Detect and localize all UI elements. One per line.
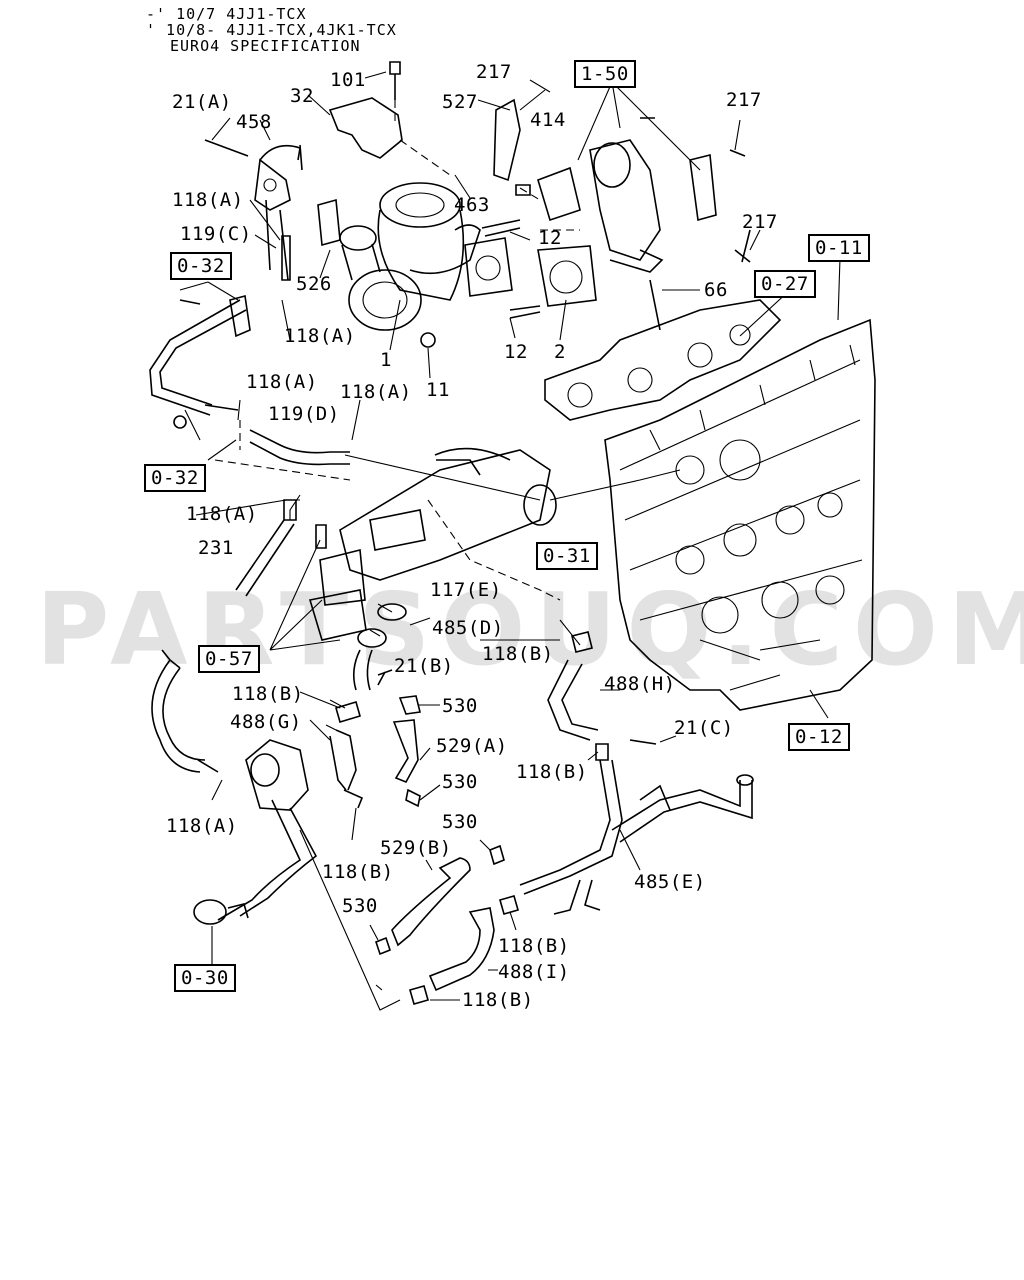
part-label-12: 12 [504,341,528,363]
part-label-118b: 118(B) [462,989,534,1011]
part-label-117e: 117(E) [430,579,502,601]
egr-cooler-drawing [308,447,557,641]
part-label-529a: 529(A) [436,735,508,757]
exhaust-manifold-drawing [544,299,782,421]
ref-0-27[interactable]: 0-27 [754,270,816,298]
part-label-118a: 118(A) [186,503,258,525]
part-label-21a: 21(A) [172,91,232,113]
ref-0-12[interactable]: 0-12 [788,723,850,751]
part-label-530: 530 [442,695,478,717]
ref-0-11[interactable]: 0-11 [808,234,870,262]
part-label-488i: 488(I) [498,961,570,983]
part-label-118a: 118(A) [166,815,238,837]
part-label-1: 1 [380,349,392,371]
part-label-485e: 485(E) [634,871,706,893]
header-line-1: -' 10/7 4JJ1-TCX [146,5,307,23]
part-label-463: 463 [454,194,490,216]
part-label-530: 530 [442,811,478,833]
part-label-529b: 529(B) [380,837,452,859]
header-line-3: EURO4 SPECIFICATION [170,37,361,55]
part-label-118b: 118(B) [482,643,554,665]
part-label-118b: 118(B) [232,683,304,705]
part-label-530: 530 [442,771,478,793]
part-label-485d: 485(D) [432,617,504,639]
heat-shield-drawing [328,97,403,159]
part-label-21c: 21(C) [674,717,734,739]
part-label-458: 458 [236,111,272,133]
part-label-118a: 118(A) [284,325,356,347]
part-label-530: 530 [342,895,378,917]
header-line-2: ' 10/8- 4JJ1-TCX,4JK1-TCX [146,21,397,39]
part-label-231: 231 [198,537,234,559]
part-label-526: 526 [296,273,332,295]
part-label-118b: 118(B) [322,861,394,883]
ref-1-50[interactable]: 1-50 [574,60,636,88]
ref-0-57[interactable]: 0-57 [198,645,260,673]
part-label-527: 527 [442,91,478,113]
part-label-217: 217 [476,61,512,83]
ref-0-32-bottom[interactable]: 0-32 [144,464,206,492]
ref-0-30[interactable]: 0-30 [174,964,236,992]
part-label-217: 217 [726,89,762,111]
ref-0-31[interactable]: 0-31 [536,542,598,570]
turbocharger-drawing [339,182,513,331]
part-label-32: 32 [290,85,314,107]
part-label-11: 11 [426,379,450,401]
part-label-118a: 118(A) [340,381,412,403]
part-label-488g: 488(G) [230,711,302,733]
part-label-414: 414 [530,109,566,131]
part-label-66: 66 [704,279,728,301]
part-label-118a: 118(A) [246,371,318,393]
ref-0-32-top[interactable]: 0-32 [170,252,232,280]
part-label-118b: 118(B) [498,935,570,957]
part-label-118a: 118(A) [172,189,244,211]
part-label-488h: 488(H) [604,673,676,695]
part-label-119d: 119(D) [268,403,340,425]
part-label-101: 101 [330,69,366,91]
part-label-12: 12 [538,227,562,249]
part-label-217: 217 [742,211,778,233]
part-label-2: 2 [554,341,566,363]
part-label-119c: 119(C) [180,223,252,245]
part-label-118b: 118(B) [516,761,588,783]
part-label-21b: 21(B) [394,655,454,677]
engine-block-drawing [604,318,876,711]
